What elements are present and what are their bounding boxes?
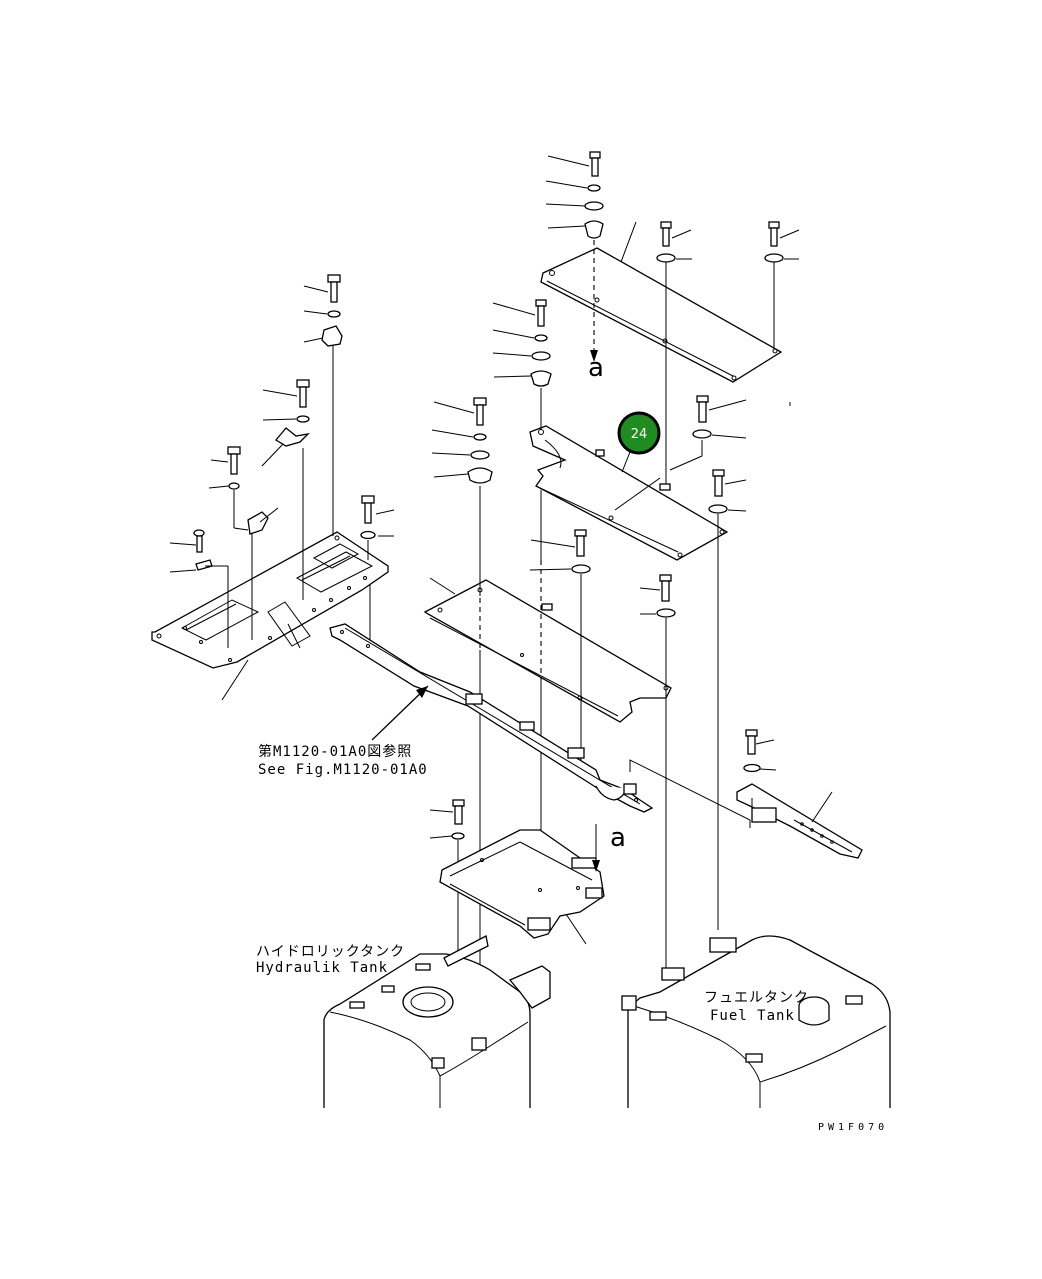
hydraulic-tank-label-en: Hydraulik Tank (256, 960, 388, 976)
bolt-stack-top-cover (545, 151, 604, 362)
fuel-tank-label-jp: フュエルタンク (704, 990, 809, 1006)
see-fig-label-jp: 第M1120-01A0図参照 (258, 743, 412, 760)
callout-24[interactable]: 24 (617, 411, 661, 455)
middle-cover-plate (529, 425, 729, 561)
bolt-stack-right-middle (669, 395, 747, 930)
fuel-tank-label-en: Fuel Tank (710, 1008, 795, 1024)
callout-number: 24 (631, 427, 648, 442)
hydraulic-tank-label-jp: ハイドロリックタンク (256, 944, 405, 960)
top-cover-plate (540, 221, 783, 383)
long-beam (329, 623, 751, 828)
drawing-code: PW1F070 (818, 1122, 888, 1133)
center-cover-plate (423, 577, 672, 723)
hydraulic-tank (323, 935, 551, 1108)
view-a-label-bottom: a (610, 823, 626, 853)
bolt-stack-right-top (656, 221, 800, 488)
fuel-tank (621, 935, 891, 1108)
see-fig-label-en: See Fig.M1120-01A0 (258, 762, 428, 778)
view-a-label-top: a (588, 353, 604, 383)
left-cover-assembly (151, 531, 389, 701)
bolt-stack-center (431, 397, 676, 1040)
lower-tray (429, 799, 605, 1048)
bolt-stack-middle-plate (492, 299, 552, 430)
right-small-bracket (736, 729, 863, 859)
left-bolt-stacks (169, 274, 395, 648)
